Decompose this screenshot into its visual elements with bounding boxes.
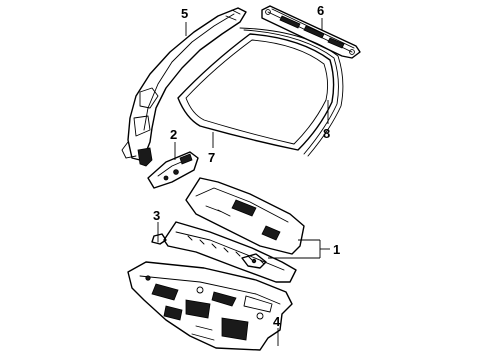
callout-2: 2 (170, 127, 177, 142)
callout-7: 7 (208, 150, 215, 165)
part-1-cowl-lower (163, 221, 297, 283)
part-3-clip (151, 233, 167, 245)
part-8-molding (239, 27, 344, 157)
callout-5: 5 (181, 6, 188, 21)
part-6-header-panel (261, 5, 361, 59)
leader-lines (157, 18, 330, 346)
part-1-cowl-top (185, 177, 305, 255)
part-4-dash-panel (127, 261, 293, 351)
part-7-windshield (177, 33, 335, 151)
part-2-bracket (147, 151, 199, 189)
leader-1 (268, 239, 330, 259)
callout-8: 8 (323, 126, 330, 141)
part-5-pillar (121, 7, 247, 167)
callout-3: 3 (153, 208, 160, 223)
part-1-hinge (241, 253, 267, 269)
callout-4: 4 (273, 314, 281, 329)
callout-1: 1 (333, 242, 340, 257)
callout-6: 6 (317, 3, 324, 18)
